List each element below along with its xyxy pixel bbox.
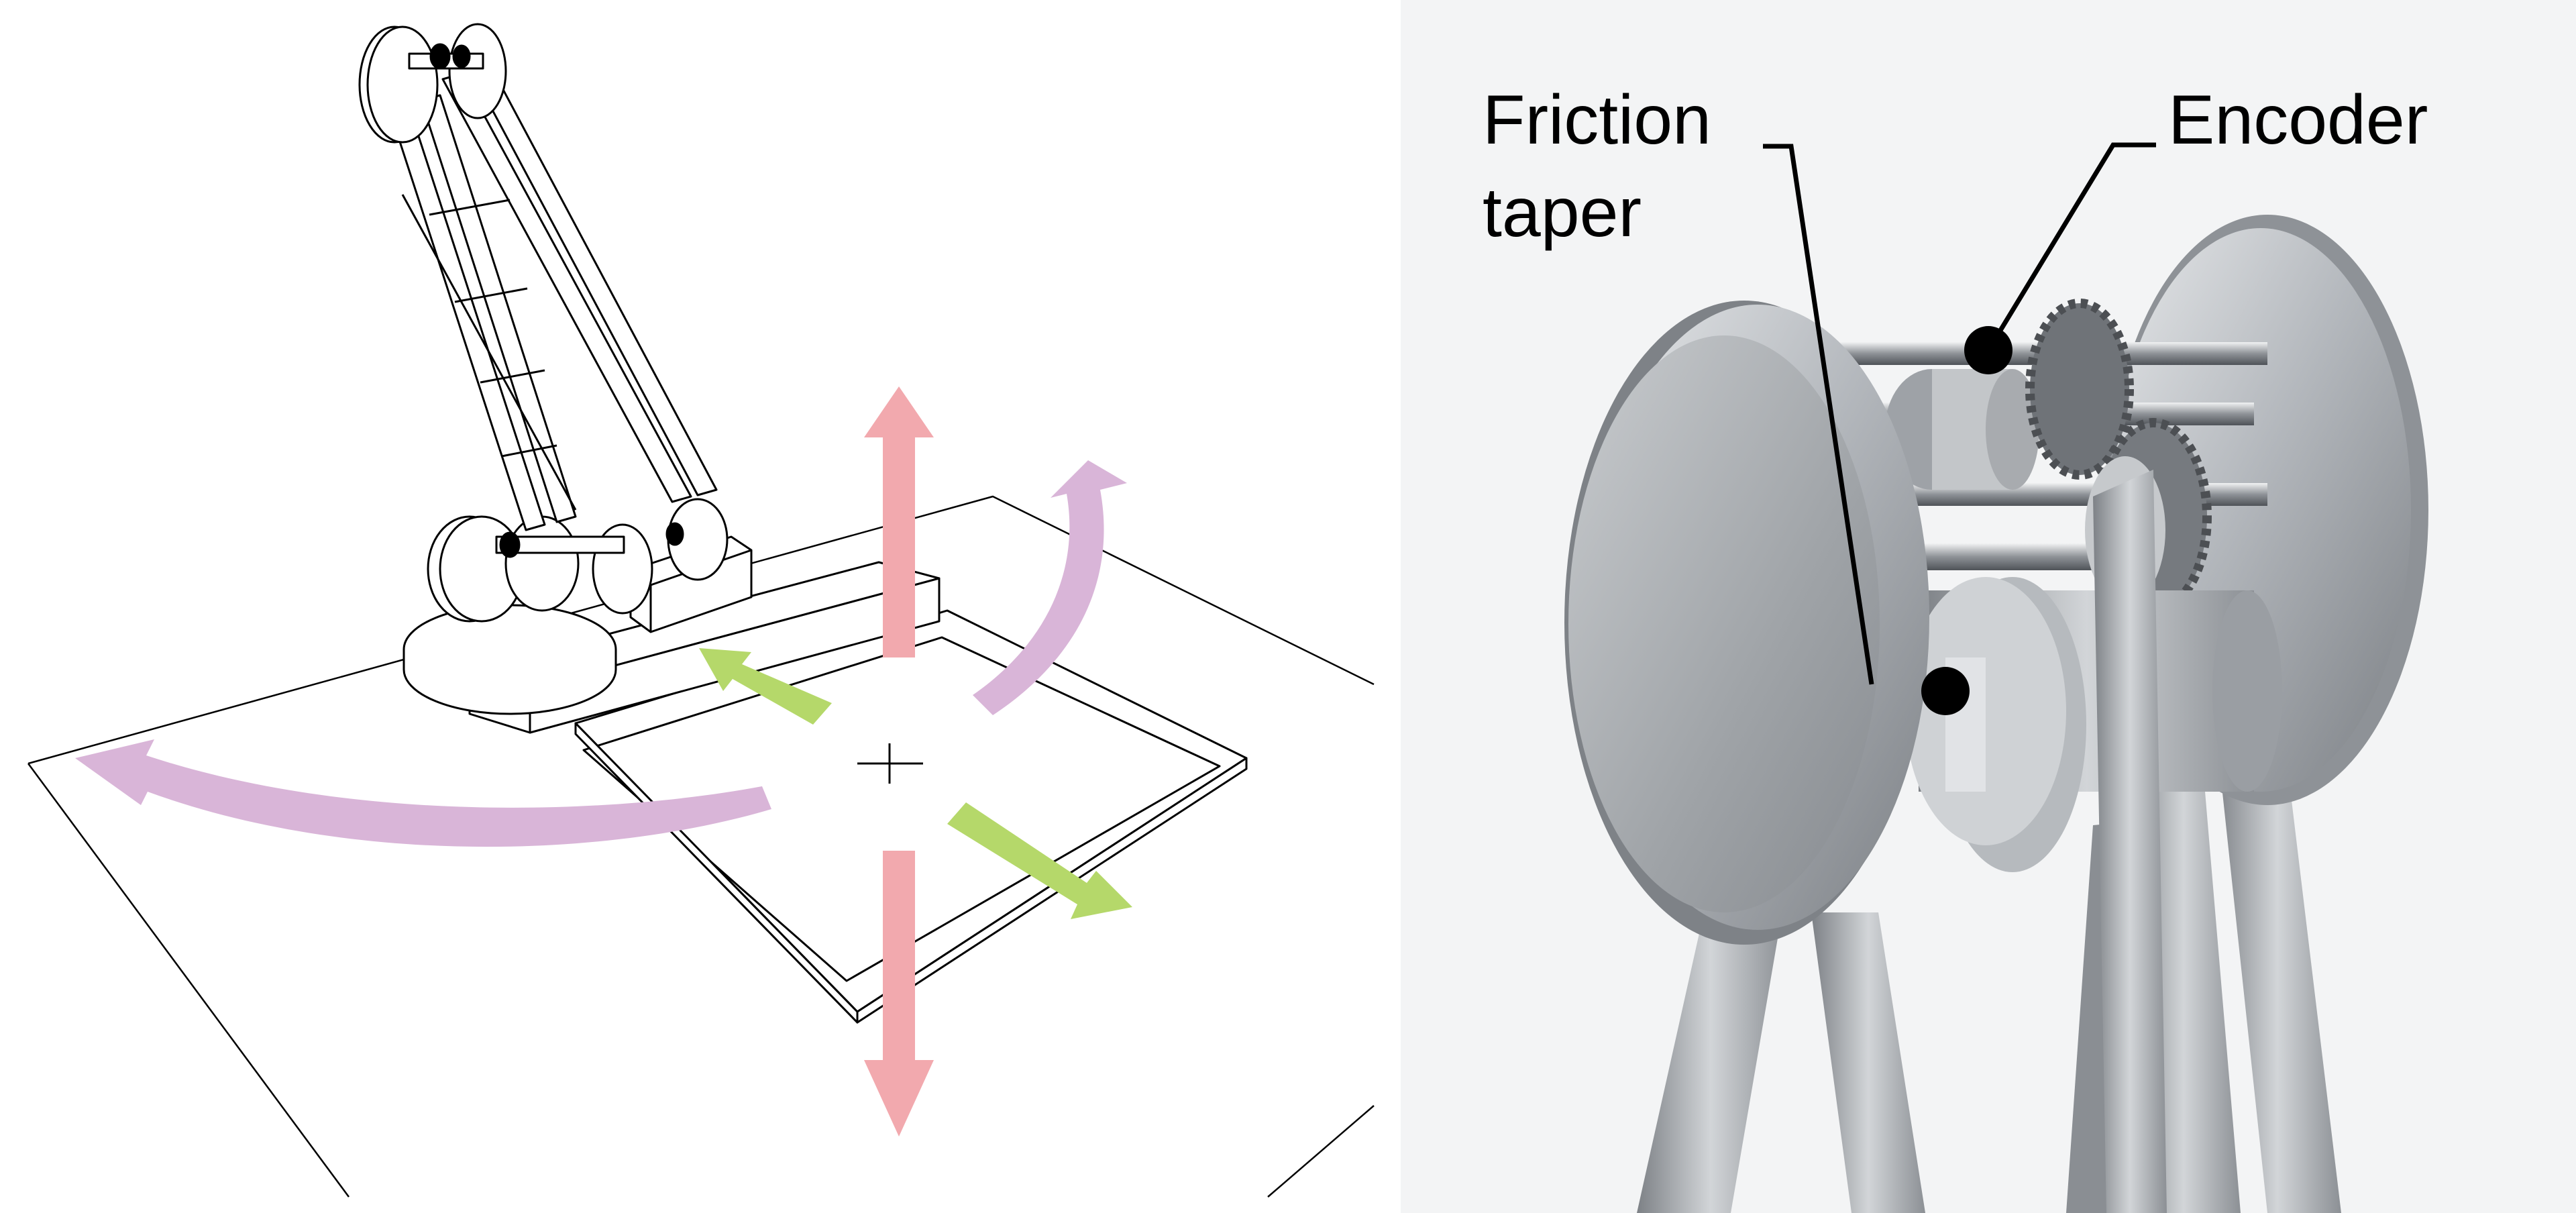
friction-taper	[1905, 577, 2282, 872]
table-surface	[28, 495, 1375, 765]
turntable	[402, 604, 617, 715]
arrow-rotation-yaw-icon	[75, 739, 771, 847]
motion-arrows	[75, 386, 1132, 1137]
callout-leaders	[1763, 142, 2156, 715]
mouse-pad-frame	[574, 609, 1248, 1024]
arrow-left-translation-icon	[699, 648, 832, 725]
friction-taper-marker	[1921, 667, 1970, 715]
encoder-label: Encoder	[2168, 81, 2428, 159]
arrow-up-icon	[864, 386, 934, 657]
friction-taper-label-line1: Friction	[1483, 81, 1711, 159]
robot-arm-line-drawing	[27, 23, 1375, 1198]
mechanism-photo: Friction taper Encoder	[1401, 0, 2576, 1213]
encoder-marker	[1964, 326, 2012, 374]
arrow-down-icon	[864, 851, 934, 1137]
arrow-rotation-pitch-icon	[973, 460, 1127, 715]
arm-links	[389, 63, 718, 531]
arrow-right-translation-icon	[947, 802, 1132, 919]
upper-joint-discs	[358, 23, 507, 144]
friction-taper-label-line2: taper	[1483, 174, 1642, 252]
lower-joint-discs	[427, 498, 729, 623]
front-disc	[1564, 301, 1929, 945]
